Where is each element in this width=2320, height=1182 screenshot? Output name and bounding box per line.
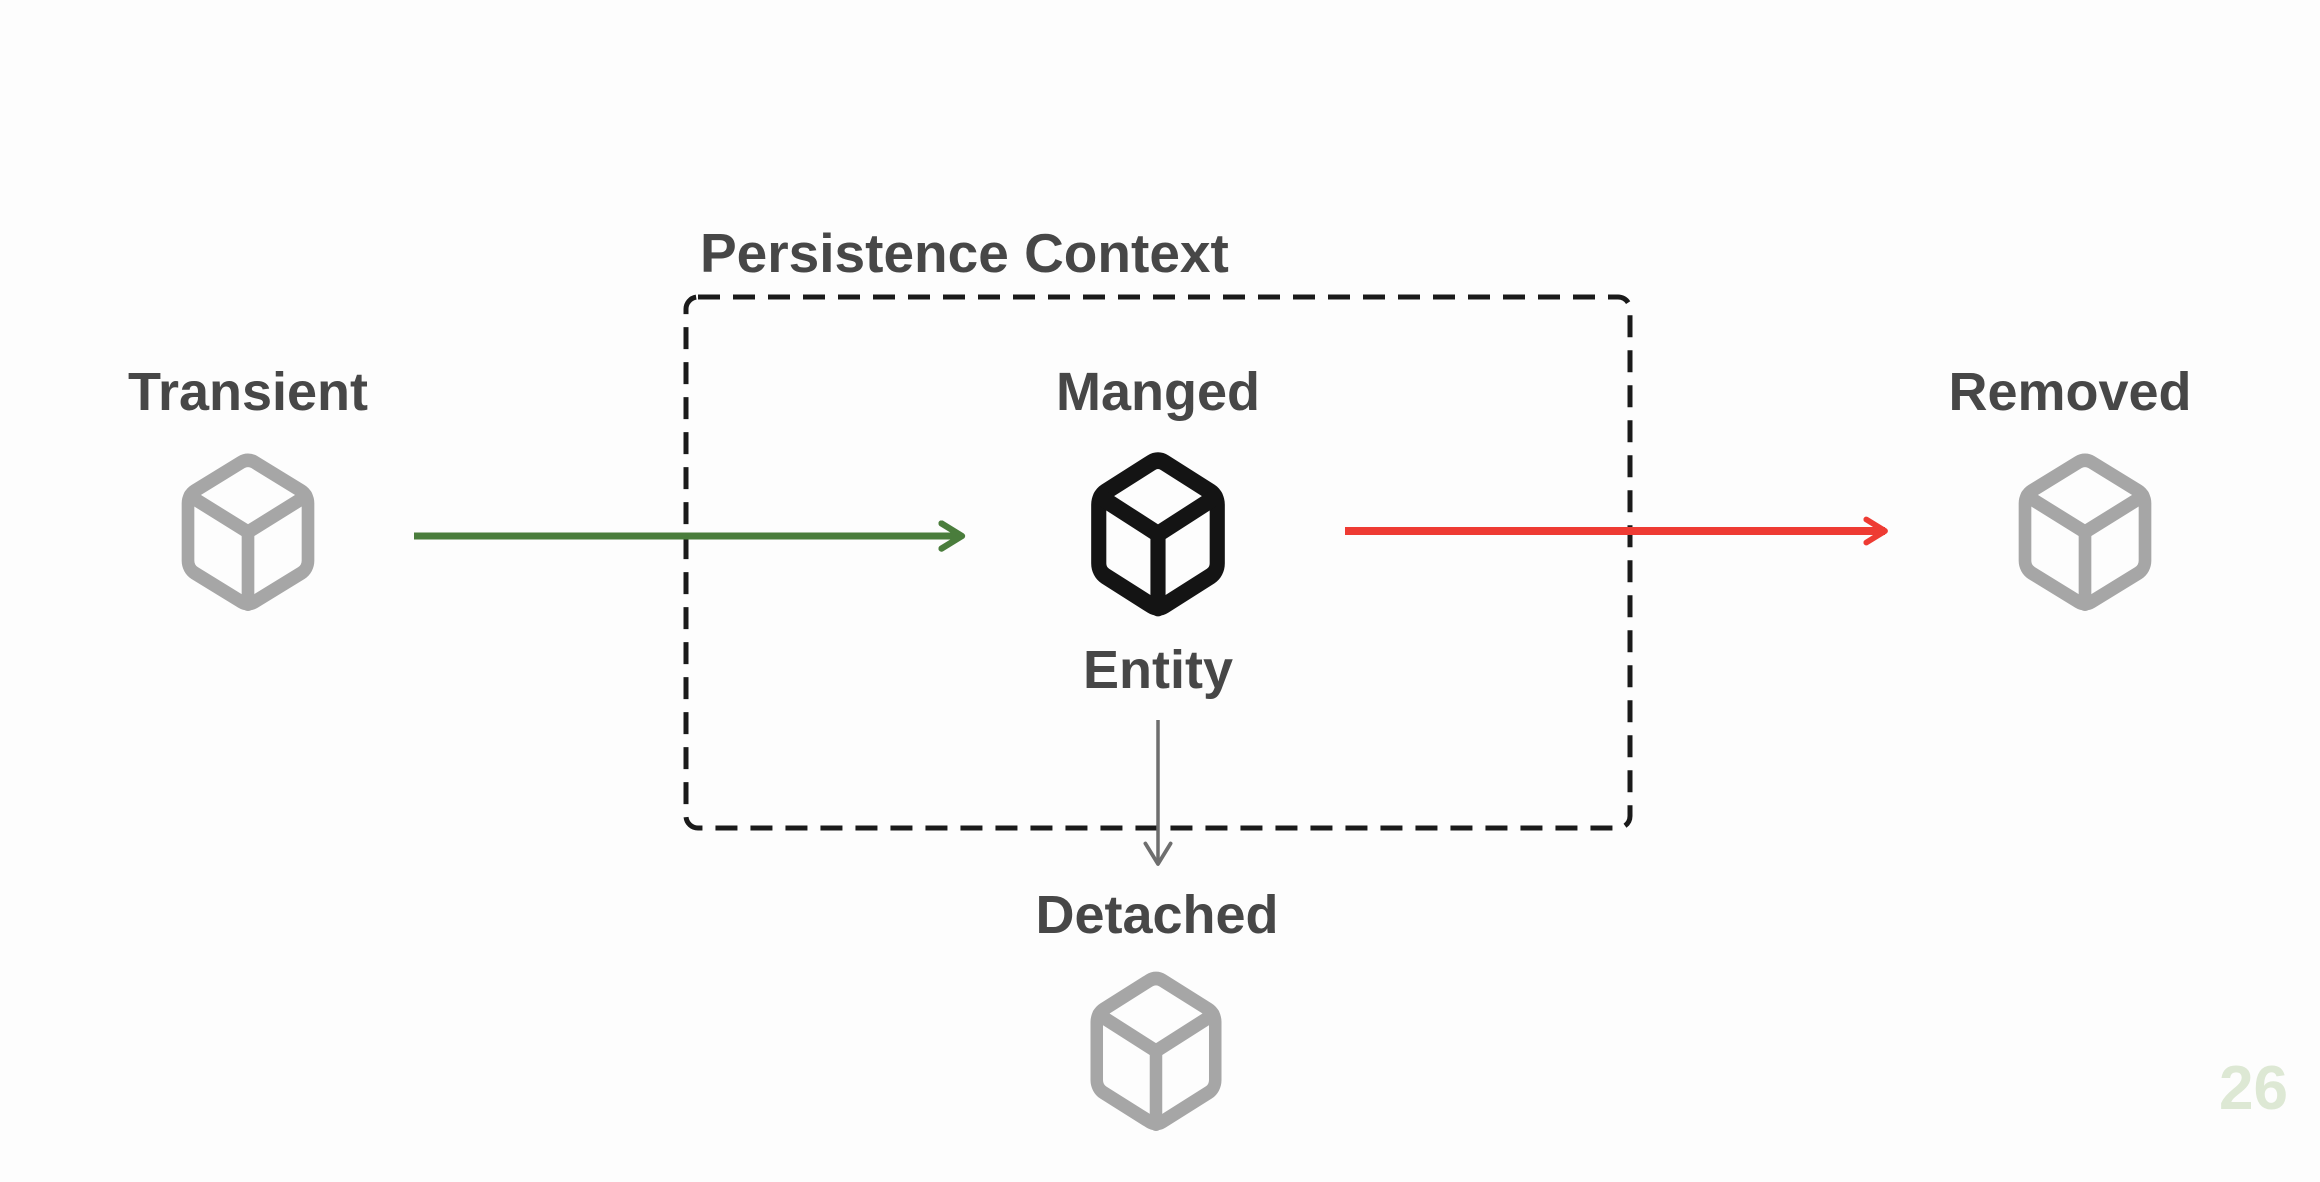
persistence-context-label: Persistence Context <box>700 222 1229 284</box>
detached-cube-icon <box>1090 971 1222 1131</box>
managed-entity-cube-icon <box>1091 452 1225 617</box>
state-label-detached: Detached <box>1035 885 1279 945</box>
state-label-removed: Removed <box>1948 362 2192 422</box>
state-sublabel-entity: Entity <box>1082 640 1233 700</box>
removed-cube-icon <box>2018 453 2152 612</box>
page-number: 26 <box>2219 1054 2288 1123</box>
state-label-managed: Manged <box>1055 362 1260 422</box>
transient-cube-icon <box>181 453 315 612</box>
state-label-transient: Transient <box>127 362 369 422</box>
